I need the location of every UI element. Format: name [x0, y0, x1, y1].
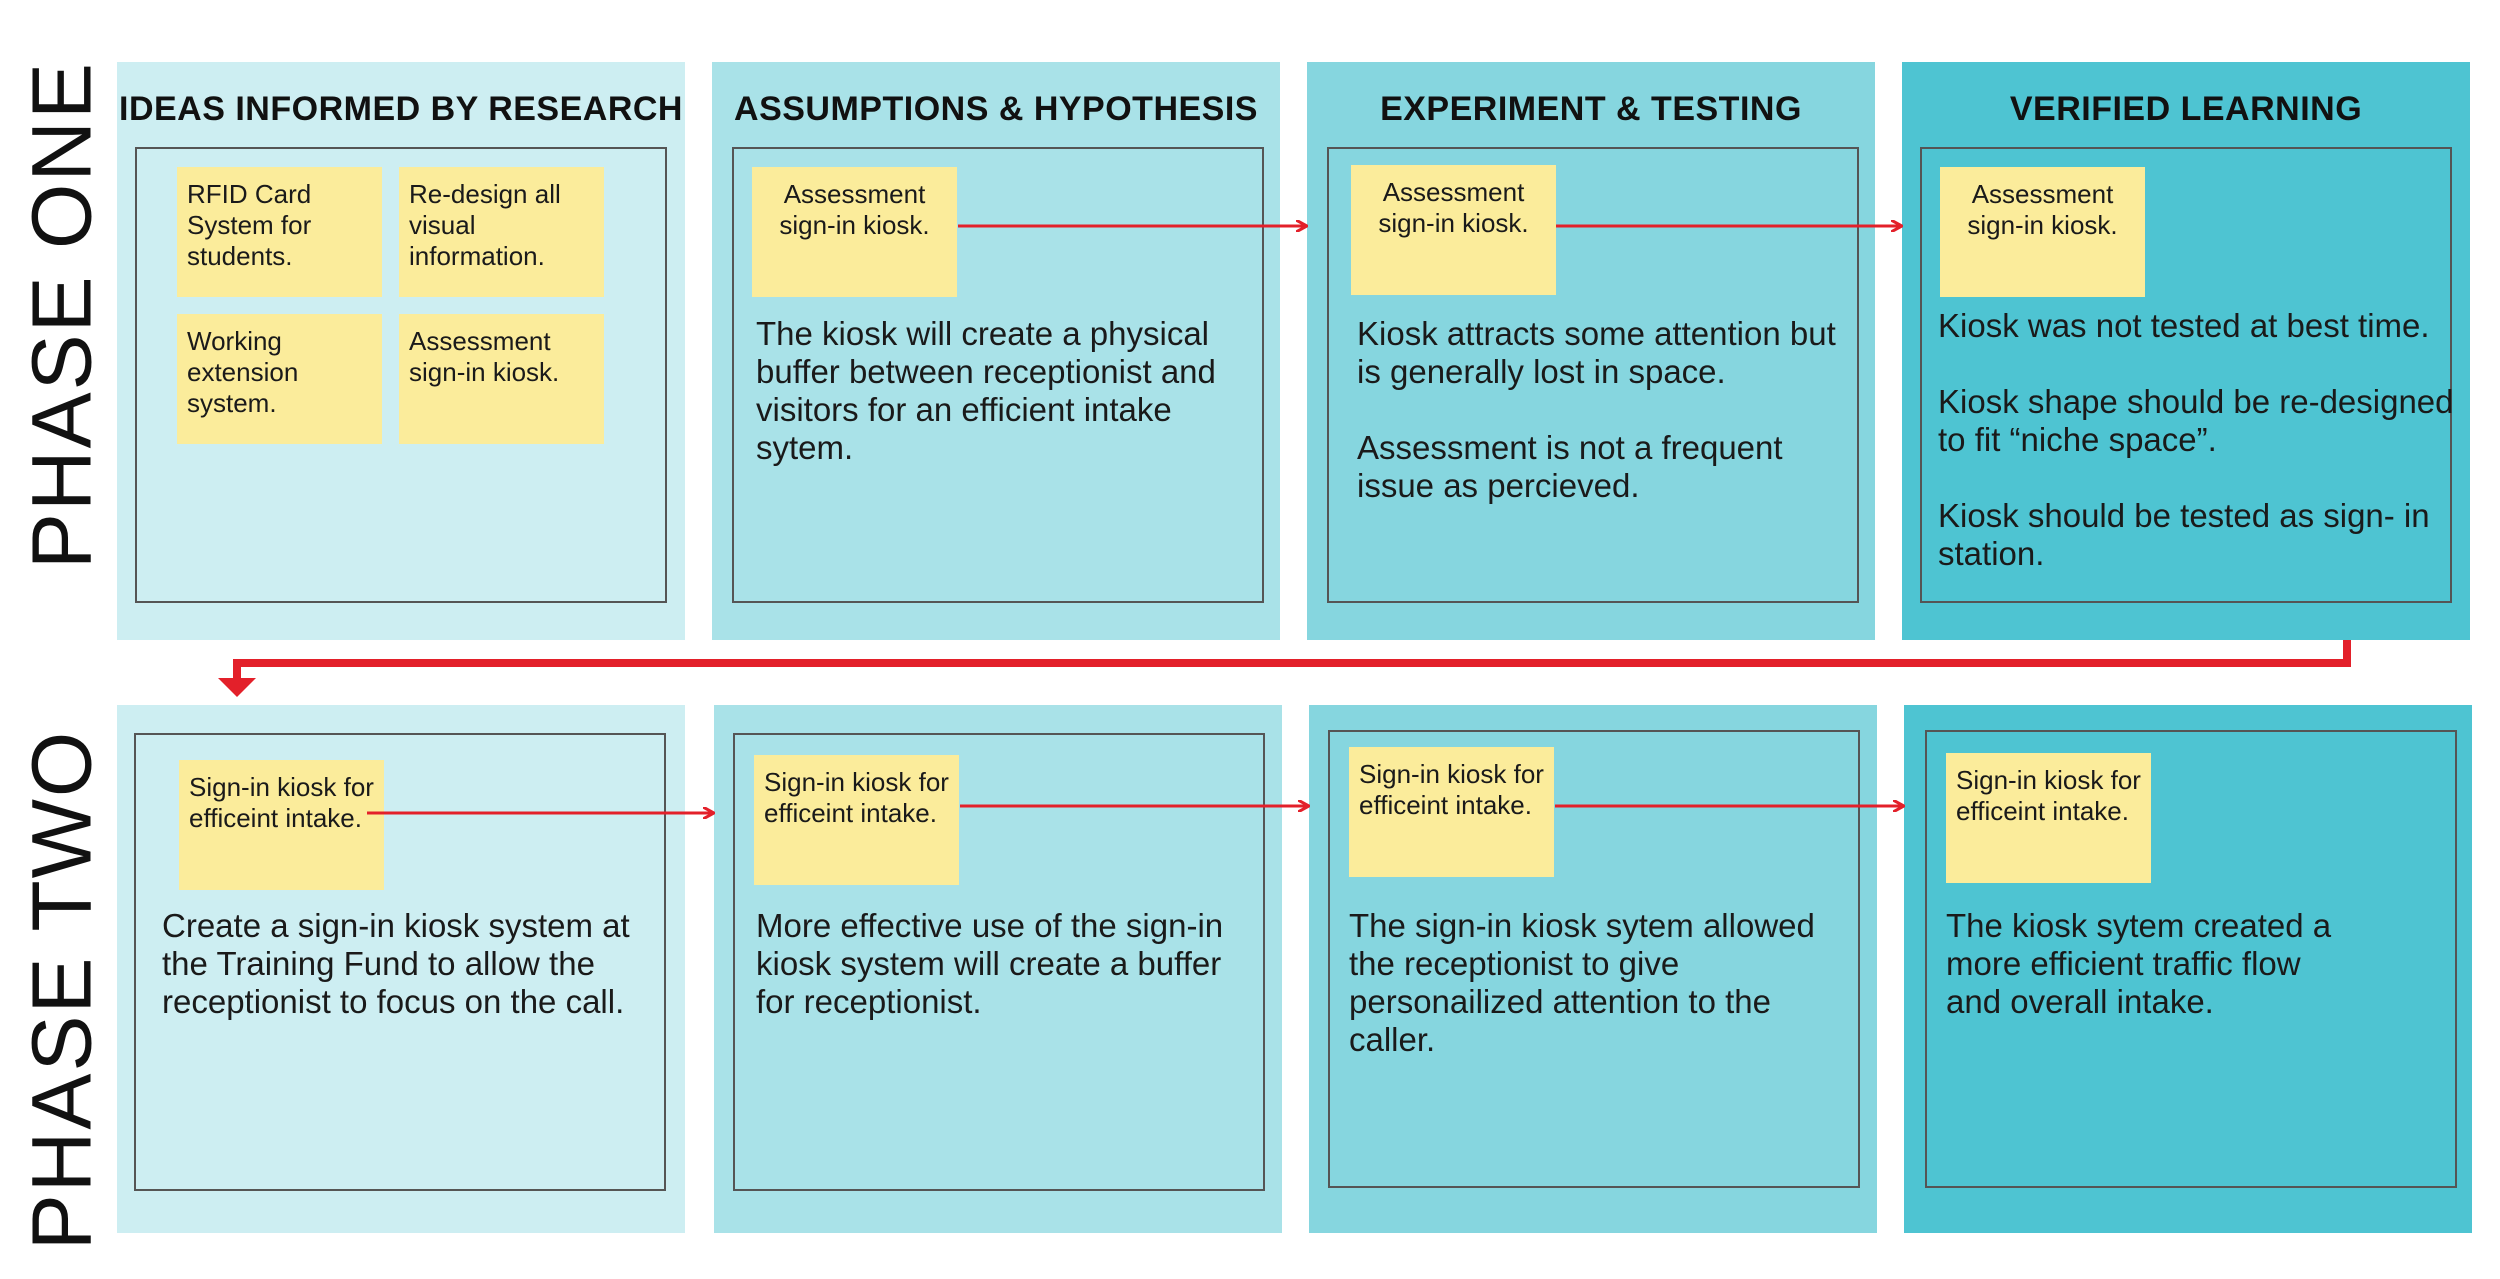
phase-two-col4-inner-box	[1925, 730, 2457, 1188]
arrow-phase-one-to-phase-two	[233, 640, 2351, 683]
sticky-note-rfid: RFID Card System for students.	[177, 167, 382, 297]
phase-one-ideas-column: IDEAS INFORMED BY RESEARCH RFID Card Sys…	[117, 62, 685, 640]
phase-one-experiment-column: EXPERIMENT & TESTING Assessment sign-in …	[1307, 62, 1875, 640]
experiment-text: Kiosk attracts some attention but is gen…	[1357, 315, 1836, 504]
column-header-verified: VERIFIED LEARNING	[2009, 90, 2363, 128]
phase-two-col2-inner-box	[733, 733, 1265, 1191]
phase-two-col1-text: Create a sign-in kiosk system at the Tra…	[162, 907, 630, 1020]
phase-two-col3-text: The sign-in kiosk sytem allowed the rece…	[1349, 907, 1815, 1058]
verified-inner-box	[1920, 147, 2452, 603]
assumptions-inner-box	[732, 147, 1264, 603]
sticky-note-experiment: Assessment sign-in kiosk.	[1351, 165, 1556, 295]
sticky-note-extension: Working extension system.	[177, 314, 382, 444]
phase-two-col1: Sign-in kiosk for efficeint intake. Crea…	[117, 705, 685, 1233]
phase-two-col1-inner-box	[134, 733, 666, 1191]
arrow-phase-one-to-phase-two-head	[218, 678, 256, 697]
verified-text: Kiosk was not tested at best time. Kiosk…	[1938, 307, 2454, 572]
sticky-note-assessment: Assessment sign-in kiosk.	[399, 314, 604, 444]
experiment-inner-box	[1327, 147, 1859, 603]
sticky-note-phase-two-col4: Sign-in kiosk for efficeint intake.	[1946, 753, 2151, 883]
sticky-note-phase-two-col3: Sign-in kiosk for efficeint intake.	[1349, 747, 1554, 877]
phase-two-col2: Sign-in kiosk for efficeint intake. More…	[714, 705, 1282, 1233]
phase-two-col3: Sign-in kiosk for efficeint intake. The …	[1309, 705, 1877, 1233]
phase-one-verified-column: VERIFIED LEARNING Assessment sign-in kio…	[1902, 62, 2470, 640]
ideas-inner-box	[135, 147, 667, 603]
sticky-note-phase-two-col2: Sign-in kiosk for efficeint intake.	[754, 755, 959, 885]
column-header-assumptions: ASSUMPTIONS & HYPOTHESIS	[734, 90, 1258, 128]
sticky-note-redesign: Re-design all visual information.	[399, 167, 604, 297]
column-header-ideas: IDEAS INFORMED BY RESEARCH	[119, 90, 683, 128]
phase-two-col2-text: More effective use of the sign-in kiosk …	[756, 907, 1224, 1020]
assumptions-text: The kiosk will create a physical buffer …	[756, 315, 1216, 466]
sticky-note-phase-two-col1: Sign-in kiosk for efficeint intake.	[179, 760, 384, 890]
phase-two-col4-text: The kiosk sytem created a more efficient…	[1946, 907, 2332, 1020]
sticky-note-verified: Assessment sign-in kiosk.	[1940, 167, 2145, 297]
phase-one-assumptions-column: ASSUMPTIONS & HYPOTHESIS Assessment sign…	[712, 62, 1280, 640]
phase-two-col3-inner-box	[1328, 730, 1860, 1188]
phase-two-col4: Sign-in kiosk for efficeint intake. The …	[1904, 705, 2472, 1233]
column-header-experiment: EXPERIMENT & TESTING	[1380, 90, 1802, 128]
sticky-note-assumptions: Assessment sign-in kiosk.	[752, 167, 957, 297]
